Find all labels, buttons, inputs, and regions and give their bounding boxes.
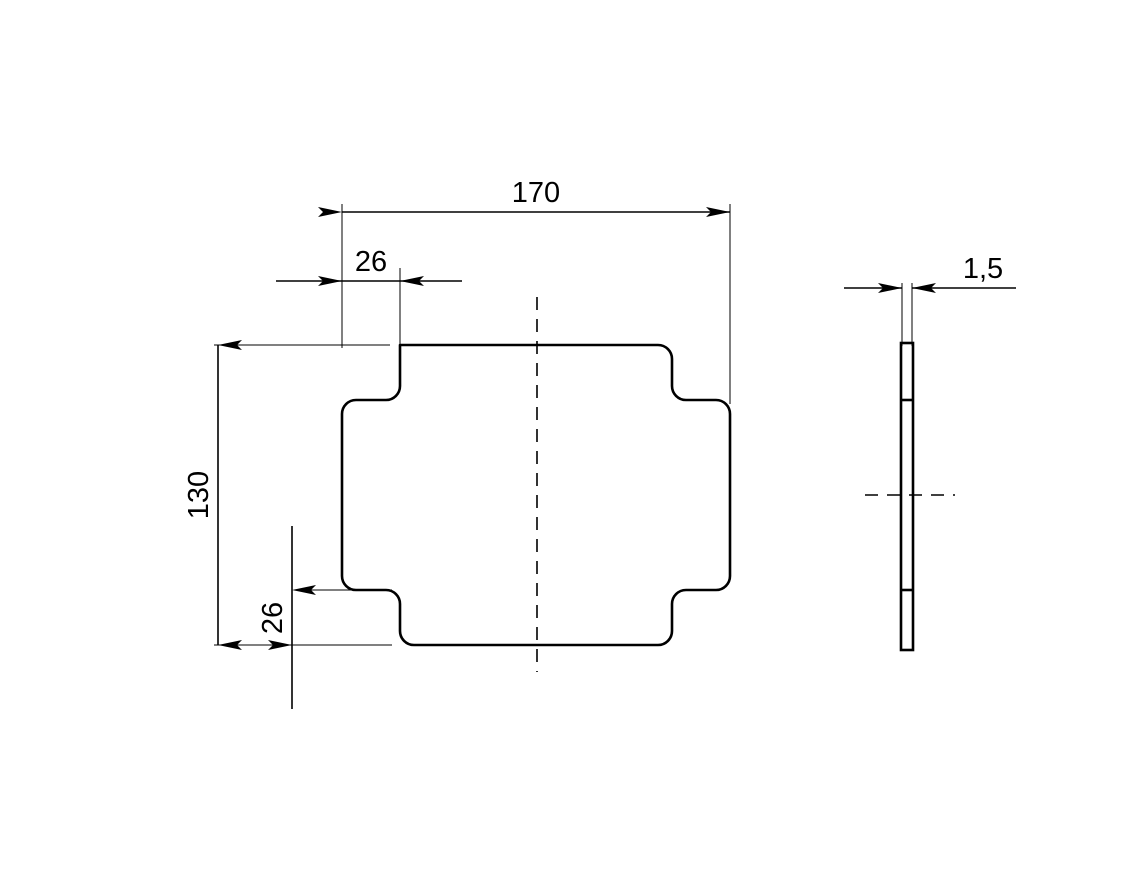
side-view: [899, 341, 915, 652]
side-view-extension-lines: [901, 283, 913, 346]
dim-label-26-left: 26: [257, 602, 289, 634]
dim-label-130: 130: [183, 471, 215, 519]
dimension-thickness: 1,5: [844, 253, 1016, 293]
dim-label-170: 170: [512, 177, 560, 209]
dim-label-thickness: 1,5: [963, 253, 1003, 285]
side-view-strip: [899, 341, 915, 652]
front-view-outline: [340, 343, 732, 647]
dimension-overall-height: 130: [183, 340, 242, 650]
plate-outline-path: [340, 343, 732, 647]
dimension-notch-width: 26: [276, 246, 462, 286]
dim-label-26-top: 26: [355, 246, 387, 278]
dimension-overall-width: 170: [318, 177, 730, 217]
extension-lines: [214, 204, 731, 646]
dimension-notch-height: 26: [257, 526, 316, 709]
